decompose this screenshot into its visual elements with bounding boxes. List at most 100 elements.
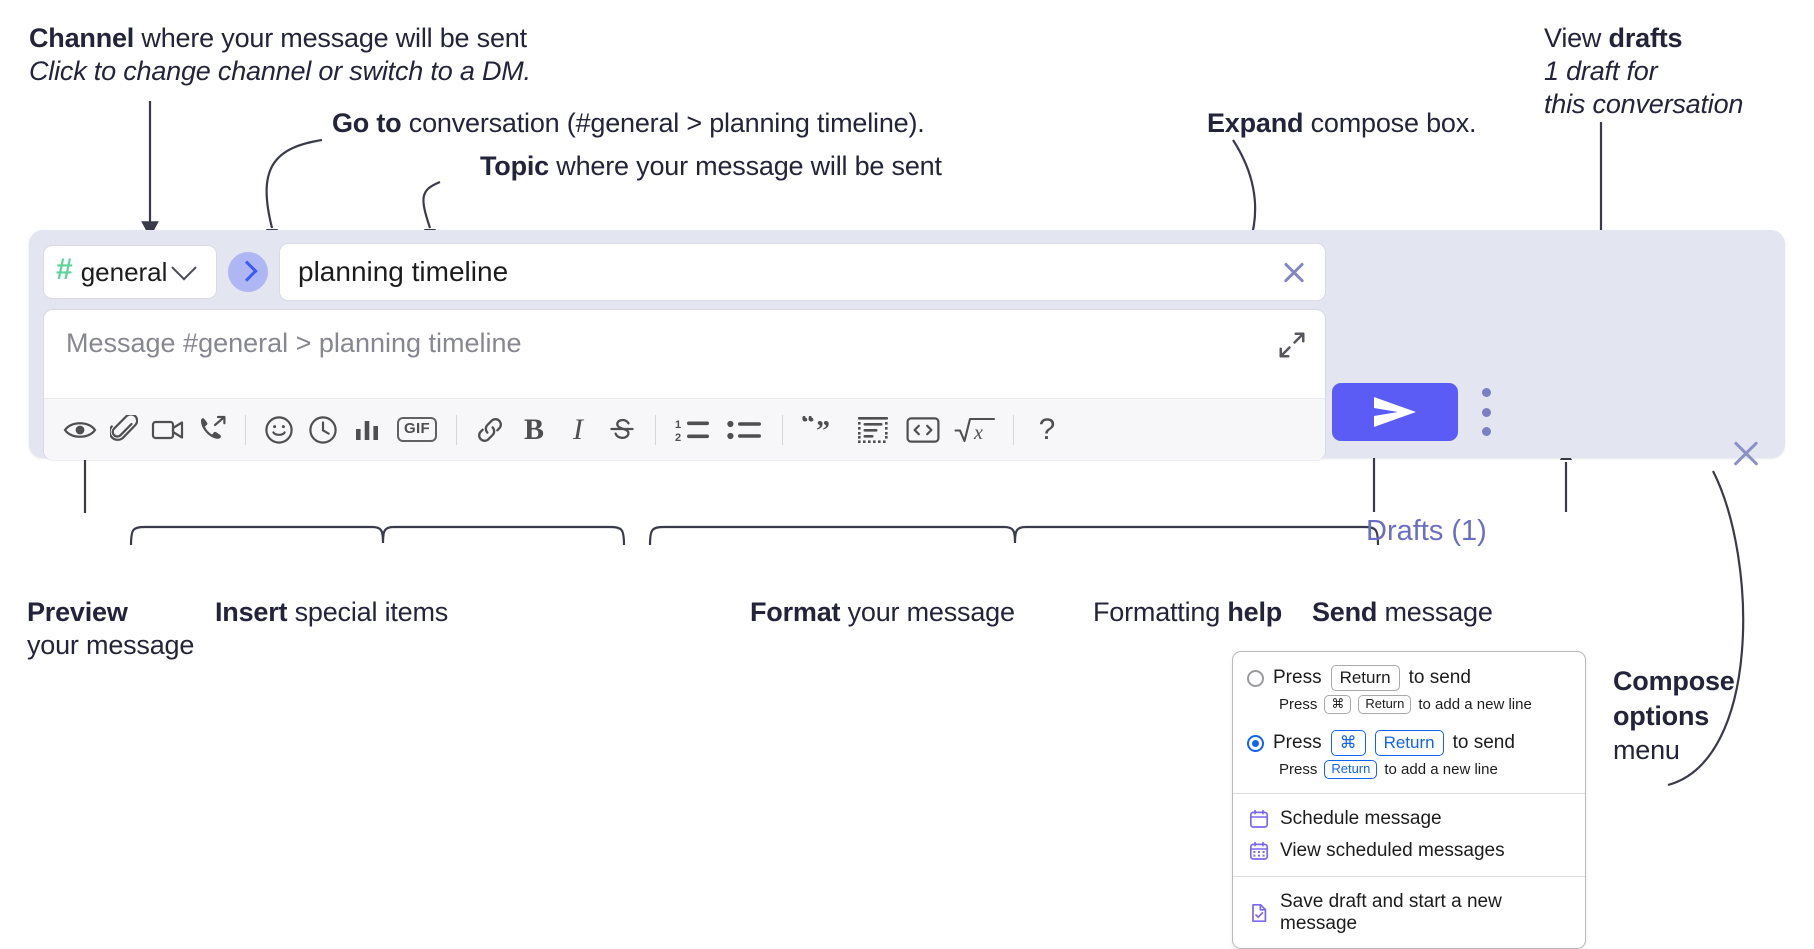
- bold-button[interactable]: B: [512, 408, 556, 452]
- blockquote-button[interactable]: “ ”: [794, 408, 848, 452]
- compose-options-kebab-button[interactable]: [1481, 388, 1491, 436]
- audio-clip-button[interactable]: [190, 408, 234, 452]
- menu-item-label: Schedule message: [1280, 807, 1442, 829]
- message-input[interactable]: Message #general > planning timeline: [44, 310, 1325, 398]
- kebab-dot: [1481, 388, 1491, 397]
- menu-item-label: Save draft and start a new message: [1280, 890, 1502, 934]
- annotation-send-bold: Send: [1312, 597, 1378, 627]
- annotation-expand-rest: compose box.: [1303, 108, 1477, 138]
- menu-item-label: View scheduled messages: [1280, 839, 1505, 861]
- gif-button[interactable]: GIF: [389, 408, 445, 452]
- chevron-down-icon: [171, 255, 198, 281]
- option-sub-suffix: to add a new line: [1384, 761, 1498, 779]
- strikethrough-button[interactable]: [600, 408, 644, 452]
- ordered-list-button[interactable]: 1 2: [667, 408, 719, 452]
- annotation-goto-bold: Go to: [332, 108, 402, 138]
- formatting-toolbar: GIF B I: [44, 398, 1325, 460]
- channel-selector[interactable]: # general: [44, 246, 216, 298]
- compose-panel: Drafts (1) # general planning timeline: [29, 230, 1785, 547]
- radio-icon-selected[interactable]: [1247, 734, 1264, 752]
- emoji-smiley-icon: [265, 415, 293, 444]
- annotation-expand-bold: Expand: [1207, 108, 1304, 138]
- hash-icon: #: [56, 253, 73, 286]
- preview-button[interactable]: [58, 408, 102, 452]
- annotation-preview: Preview your message: [27, 596, 194, 662]
- menu-divider: [1233, 792, 1585, 794]
- annotation-format: Format your message: [750, 596, 1015, 629]
- toolbar-separator: [456, 414, 457, 445]
- compose-header-row: # general planning timeline: [44, 244, 1325, 300]
- inline-code-icon: [906, 416, 940, 443]
- annotation-insert-bold: Insert: [215, 597, 288, 627]
- topic-clear-icon[interactable]: [1279, 257, 1309, 287]
- annotation-drafts-plain: View: [1544, 23, 1609, 53]
- annotation-goto-rest: conversation (#general > planning timeli…: [401, 108, 925, 138]
- menu-item-view-scheduled-messages[interactable]: View scheduled messages: [1233, 835, 1585, 867]
- annotation-help-plain: Formatting: [1093, 597, 1228, 627]
- message-placeholder: Message #general > planning timeline: [66, 328, 522, 358]
- option-sub-prefix: Press: [1279, 696, 1318, 714]
- key-chip-return: Return: [1330, 665, 1400, 692]
- annotation-drafts-sub2: this conversation: [1544, 88, 1744, 119]
- annotation-send: Send message: [1312, 596, 1493, 629]
- help-question-icon: ?: [1038, 412, 1056, 446]
- attachment-paperclip-icon: [110, 414, 138, 441]
- svg-text:”: ”: [816, 416, 830, 444]
- calendar-schedule-icon: [1249, 809, 1269, 828]
- save-draft-icon: [1252, 903, 1267, 923]
- video-camera-icon: [151, 420, 184, 439]
- svg-text:2: 2: [675, 432, 681, 443]
- bulleted-list-icon: [727, 420, 761, 439]
- key-chip-return: Return: [1374, 729, 1444, 757]
- link-button[interactable]: [468, 408, 512, 452]
- panel-close-icon[interactable]: [1729, 437, 1763, 471]
- schedule-button[interactable]: [301, 408, 345, 452]
- annotation-format-bold: Format: [750, 597, 841, 627]
- code-block-button[interactable]: [848, 408, 898, 452]
- bulleted-list-button[interactable]: [719, 408, 771, 452]
- menu-option-return-to-send[interactable]: Press Return to send: [1233, 662, 1585, 694]
- option-prefix: Press: [1273, 732, 1322, 754]
- compose-options-menu: Press Return to send Press ⌘ Return to a…: [1232, 651, 1586, 949]
- attachment-button[interactable]: [102, 408, 146, 452]
- annotation-insert-rest: special items: [287, 597, 449, 627]
- key-chip-return: Return: [1324, 760, 1378, 779]
- send-button[interactable]: [1332, 383, 1458, 441]
- italic-button[interactable]: I: [556, 408, 600, 452]
- svg-text:1: 1: [675, 419, 681, 431]
- menu-item-save-draft[interactable]: Save draft and start a new message: [1233, 886, 1585, 940]
- bold-icon: B: [523, 412, 544, 446]
- math-button[interactable]: x: [948, 408, 1002, 452]
- video-clip-button[interactable]: [146, 408, 190, 452]
- option-sub-suffix: to add a new line: [1418, 696, 1532, 714]
- option-sub-prefix: Press: [1279, 761, 1318, 779]
- key-chip-return: Return: [1358, 695, 1412, 714]
- radio-icon[interactable]: [1247, 669, 1264, 687]
- goto-conversation-button[interactable]: [228, 252, 268, 292]
- key-chip-command: ⌘: [1324, 695, 1352, 714]
- annotation-drafts: View drafts 1 draft for this conversatio…: [1544, 22, 1743, 121]
- calendar-grid-icon: [1249, 841, 1269, 860]
- drafts-link[interactable]: Drafts (1): [1366, 515, 1487, 547]
- emoji-button[interactable]: [257, 408, 301, 452]
- italic-icon: I: [573, 412, 583, 446]
- blockquote-icon: “ ”: [801, 416, 830, 444]
- expand-compose-button[interactable]: [1277, 330, 1307, 360]
- menu-item-schedule-message[interactable]: Schedule message: [1233, 803, 1585, 835]
- poll-button[interactable]: [345, 408, 389, 452]
- annotation-channel-bold: Channel: [29, 23, 135, 53]
- annotation-insert: Insert special items: [215, 596, 448, 629]
- menu-option-cmd-return-to-send[interactable]: Press ⌘ Return to send: [1233, 727, 1585, 759]
- link-icon: [478, 417, 502, 442]
- annotation-compose-options-bold1: Compose: [1613, 666, 1735, 696]
- annotation-topic: Topic where your message will be sent: [480, 150, 942, 183]
- option-suffix: to send: [1408, 667, 1471, 689]
- message-editor-card: Message #general > planning timeline: [44, 310, 1325, 460]
- channel-name: general: [80, 256, 168, 287]
- annotation-compose-options: Compose options menu: [1613, 664, 1735, 768]
- toolbar-separator: [782, 414, 783, 445]
- option-suffix: to send: [1452, 732, 1515, 754]
- topic-field[interactable]: planning timeline: [280, 244, 1325, 300]
- inline-code-button[interactable]: [898, 408, 948, 452]
- formatting-help-button[interactable]: ?: [1025, 408, 1069, 452]
